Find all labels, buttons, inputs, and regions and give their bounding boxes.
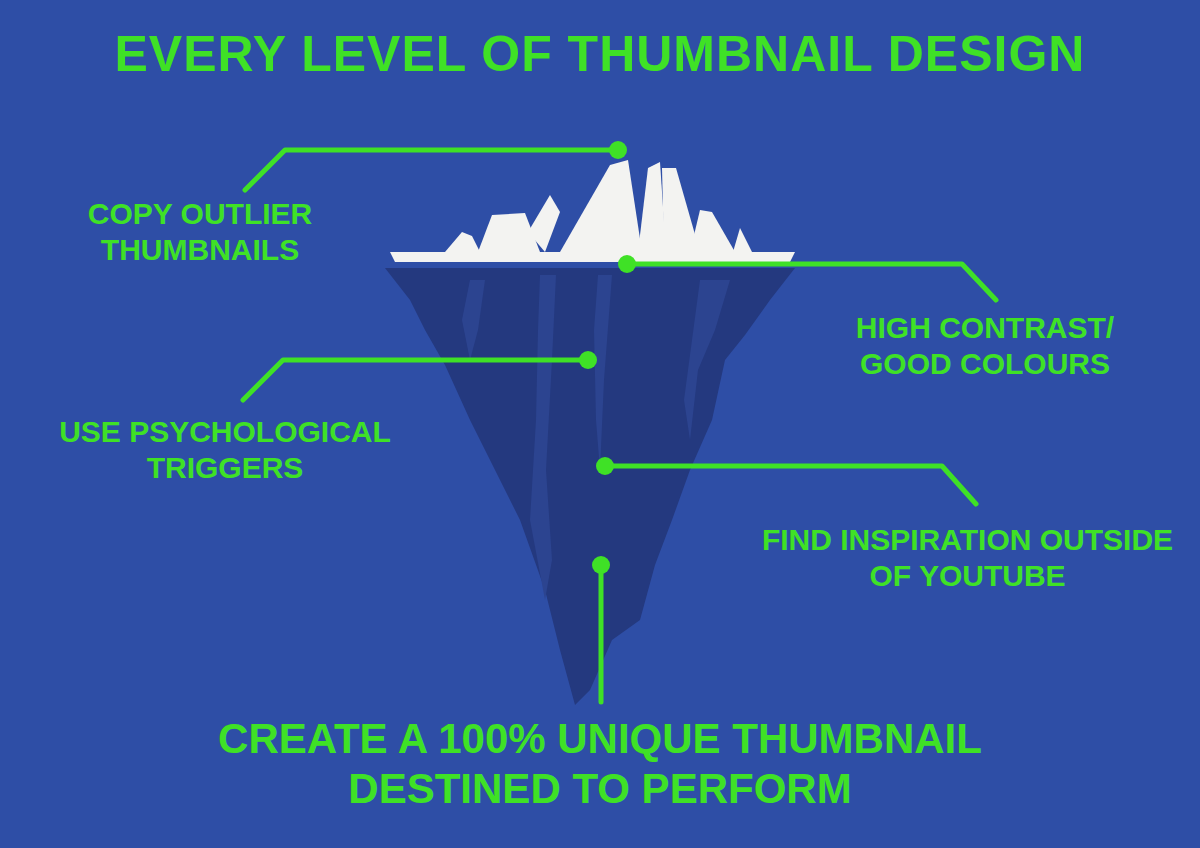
leader-line [245, 150, 618, 190]
callout-label: COPY OUTLIER THUMBNAILS [45, 196, 355, 268]
leader-dot [592, 556, 610, 574]
leader-line [243, 360, 588, 400]
title: EVERY LEVEL OF THUMBNAIL DESIGN [0, 24, 1200, 84]
iceberg-tip [390, 160, 795, 262]
leader-dot [618, 255, 636, 273]
leader-line [605, 466, 976, 504]
leader-line [627, 264, 996, 300]
leader-dot [579, 351, 597, 369]
leader-line [599, 565, 604, 702]
leader-dots [579, 141, 636, 574]
leader-dot [609, 141, 627, 159]
callout-label: CREATE A 100% UNIQUE THUMBNAIL DESTINED … [110, 714, 1090, 815]
callout-label: USE PSYCHOLOGICAL TRIGGERS [15, 414, 435, 486]
leader-dot [596, 457, 614, 475]
iceberg-underwater [385, 268, 795, 705]
callout-label: HIGH CONTRAST/ GOOD COLOURS [830, 310, 1140, 382]
callout-label: FIND INSPIRATION OUTSIDE OF YOUTUBE [760, 522, 1175, 594]
